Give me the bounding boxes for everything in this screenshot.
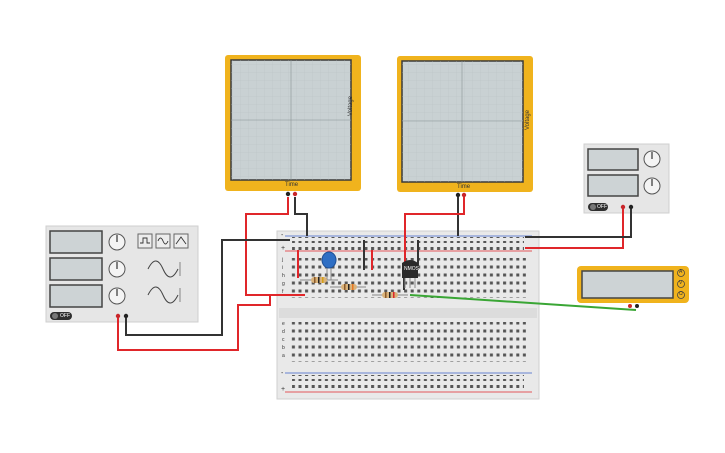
bottom-rail-minus: -: [281, 370, 284, 377]
function-generator[interactable]: [45, 225, 199, 323]
scope1-x-label: Time: [285, 182, 299, 188]
multimeter[interactable]: [577, 266, 689, 308]
multimeter-mode-a[interactable]: A: [679, 269, 683, 275]
row-letter-j: j: [282, 257, 284, 263]
row-letter-d: d: [282, 329, 285, 335]
row-letter-e: e: [282, 321, 285, 327]
scope1-y-label: Voltage: [348, 95, 354, 116]
bottom-rail-plus: +: [281, 386, 286, 393]
row-letter-i: i: [282, 265, 284, 271]
scope2-x-label: Time: [457, 184, 471, 190]
breadboard[interactable]: [276, 230, 540, 400]
row-letter-b: b: [282, 345, 285, 351]
power-supply[interactable]: [583, 143, 670, 214]
scope2-y-label: Voltage: [525, 109, 531, 130]
capacitor[interactable]: [321, 251, 337, 280]
resistor-1[interactable]: [300, 277, 338, 283]
nmos-transistor[interactable]: [402, 260, 418, 288]
resistor-3[interactable]: [372, 292, 408, 298]
row-letter-c: c: [282, 337, 285, 343]
top-rail-minus: -: [281, 232, 284, 239]
wires: [117, 197, 637, 351]
function-generator-power-switch[interactable]: OFF: [60, 313, 70, 319]
row-letter-f: f: [282, 289, 284, 295]
row-letter-g: g: [282, 281, 285, 287]
top-rail-plus: +: [281, 245, 286, 252]
oscilloscope-2[interactable]: [397, 56, 533, 198]
row-letter-a: a: [282, 353, 285, 359]
resistor-2[interactable]: [330, 284, 366, 290]
row-letter-h: h: [282, 273, 285, 279]
transistor-label: NMOS: [404, 266, 419, 272]
multimeter-mode-v[interactable]: V: [679, 280, 683, 286]
power-supply-power-switch[interactable]: OFF: [597, 204, 607, 210]
oscilloscope-1[interactable]: [225, 55, 361, 197]
multimeter-mode-ohm[interactable]: Ω: [679, 291, 683, 297]
